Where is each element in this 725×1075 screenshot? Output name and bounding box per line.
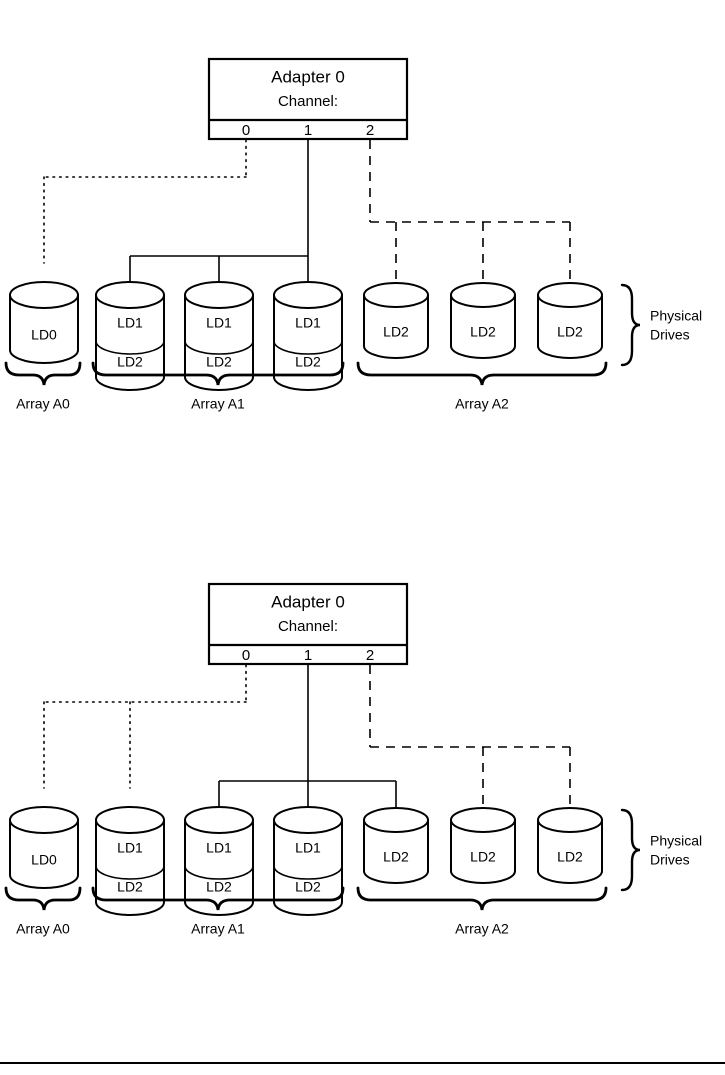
drive-4-label-0-top: LD1 — [295, 315, 321, 331]
drive-6-label-0-top: LD2 — [470, 324, 496, 340]
adapter-subtitle-top: Channel: — [278, 93, 338, 110]
drive-1-top[interactable]: LD0 — [9, 281, 79, 364]
drive-1-label-0-top: LD0 — [31, 327, 57, 343]
adapter-title-bottom: Adapter 0 — [271, 592, 345, 611]
channel-0-bus-top — [43, 139, 247, 264]
diagram-bottom: Adapter 0 Channel: 0 1 2 — [4, 582, 702, 937]
channel-2-bus-top — [369, 140, 571, 288]
drive-5-label-0-top: LD2 — [383, 324, 409, 340]
drive-3-bottom[interactable]: LD1 LD2 — [184, 806, 254, 916]
drive-1-label-0-bottom: LD0 — [31, 852, 57, 868]
physical-drives-label-line1-top: Physical — [650, 308, 702, 324]
channel-label-1-top: 1 — [304, 122, 312, 139]
physical-drives-label-line2-top: Drives — [650, 327, 690, 343]
array-a0-label-bottom: Array A0 — [16, 921, 70, 937]
adapter-subtitle-bottom: Channel: — [278, 618, 338, 635]
array-a2-label-bottom: Array A2 — [455, 921, 509, 937]
array-a0-brace-top: Array A0 — [4, 361, 82, 412]
channel-label-2-bottom: 2 — [366, 647, 374, 664]
adapter-box-top: Adapter 0 Channel: 0 1 2 — [207, 57, 409, 141]
channel-label-0-bottom: 0 — [242, 647, 250, 664]
physical-drives-brace-bottom: Physical Drives — [620, 808, 702, 892]
array-a1-label-bottom: Array A1 — [191, 921, 245, 937]
physical-drives-brace-top: Physical Drives — [620, 283, 702, 367]
channel-label-2-top: 2 — [366, 122, 374, 139]
drive-5-label-0-bottom: LD2 — [383, 849, 409, 865]
drive-2-label-1-top: LD2 — [117, 354, 143, 370]
array-a0-label-top: Array A0 — [16, 396, 70, 412]
drive-5-top[interactable]: LD2 — [363, 282, 429, 359]
drive-2-top[interactable]: LD1 LD2 — [95, 281, 165, 391]
drive-2-label-0-bottom: LD1 — [117, 840, 143, 856]
drive-3-label-0-top: LD1 — [206, 315, 232, 331]
diagram-top: Adapter 0 Channel: 0 1 2 — [4, 57, 702, 412]
physical-drives-label-line2-bottom: Drives — [650, 852, 690, 868]
drive-4-label-0-bottom: LD1 — [295, 840, 321, 856]
drive-3-label-1-top: LD2 — [206, 354, 232, 370]
drive-6-label-0-bottom: LD2 — [470, 849, 496, 865]
physical-drives-label-line1-bottom: Physical — [650, 833, 702, 849]
array-a1-brace-top: Array A1 — [91, 361, 345, 412]
drive-5-bottom[interactable]: LD2 — [363, 807, 429, 884]
drive-7-label-0-bottom: LD2 — [557, 849, 583, 865]
array-a2-label-top: Array A2 — [455, 396, 509, 412]
drive-3-label-0-bottom: LD1 — [206, 840, 232, 856]
array-a1-brace-bottom: Array A1 — [91, 886, 345, 937]
channel-2-bus-bottom — [369, 665, 571, 813]
drive-4-label-1-top: LD2 — [295, 354, 321, 370]
drive-7-top[interactable]: LD2 — [537, 282, 603, 359]
array-a0-brace-bottom: Array A0 — [4, 886, 82, 937]
drive-6-bottom[interactable]: LD2 — [450, 807, 516, 884]
channel-0-bus-bottom — [43, 664, 247, 789]
adapter-box-bottom: Adapter 0 Channel: 0 1 2 — [207, 582, 409, 666]
array-a2-brace-bottom: Array A2 — [356, 886, 608, 937]
channel-label-0-top: 0 — [242, 122, 250, 139]
drive-6-top[interactable]: LD2 — [450, 282, 516, 359]
drive-4-label-1-bottom: LD2 — [295, 879, 321, 895]
drive-7-bottom[interactable]: LD2 — [537, 807, 603, 884]
drive-7-label-0-top: LD2 — [557, 324, 583, 340]
array-a1-label-top: Array A1 — [191, 396, 245, 412]
adapter-title-top: Adapter 0 — [271, 67, 345, 86]
drive-2-label-1-bottom: LD2 — [117, 879, 143, 895]
drive-2-bottom[interactable]: LD1 LD2 — [95, 806, 165, 916]
footer-rule — [0, 1062, 725, 1064]
drive-4-top[interactable]: LD1 LD2 — [273, 281, 343, 391]
drive-1-bottom[interactable]: LD0 — [9, 806, 79, 889]
channel-label-1-bottom: 1 — [304, 647, 312, 664]
drive-4-bottom[interactable]: LD1 LD2 — [273, 806, 343, 916]
drive-2-label-0-top: LD1 — [117, 315, 143, 331]
array-a2-brace-top: Array A2 — [356, 361, 608, 412]
drive-3-label-1-bottom: LD2 — [206, 879, 232, 895]
drive-3-top[interactable]: LD1 LD2 — [184, 281, 254, 391]
